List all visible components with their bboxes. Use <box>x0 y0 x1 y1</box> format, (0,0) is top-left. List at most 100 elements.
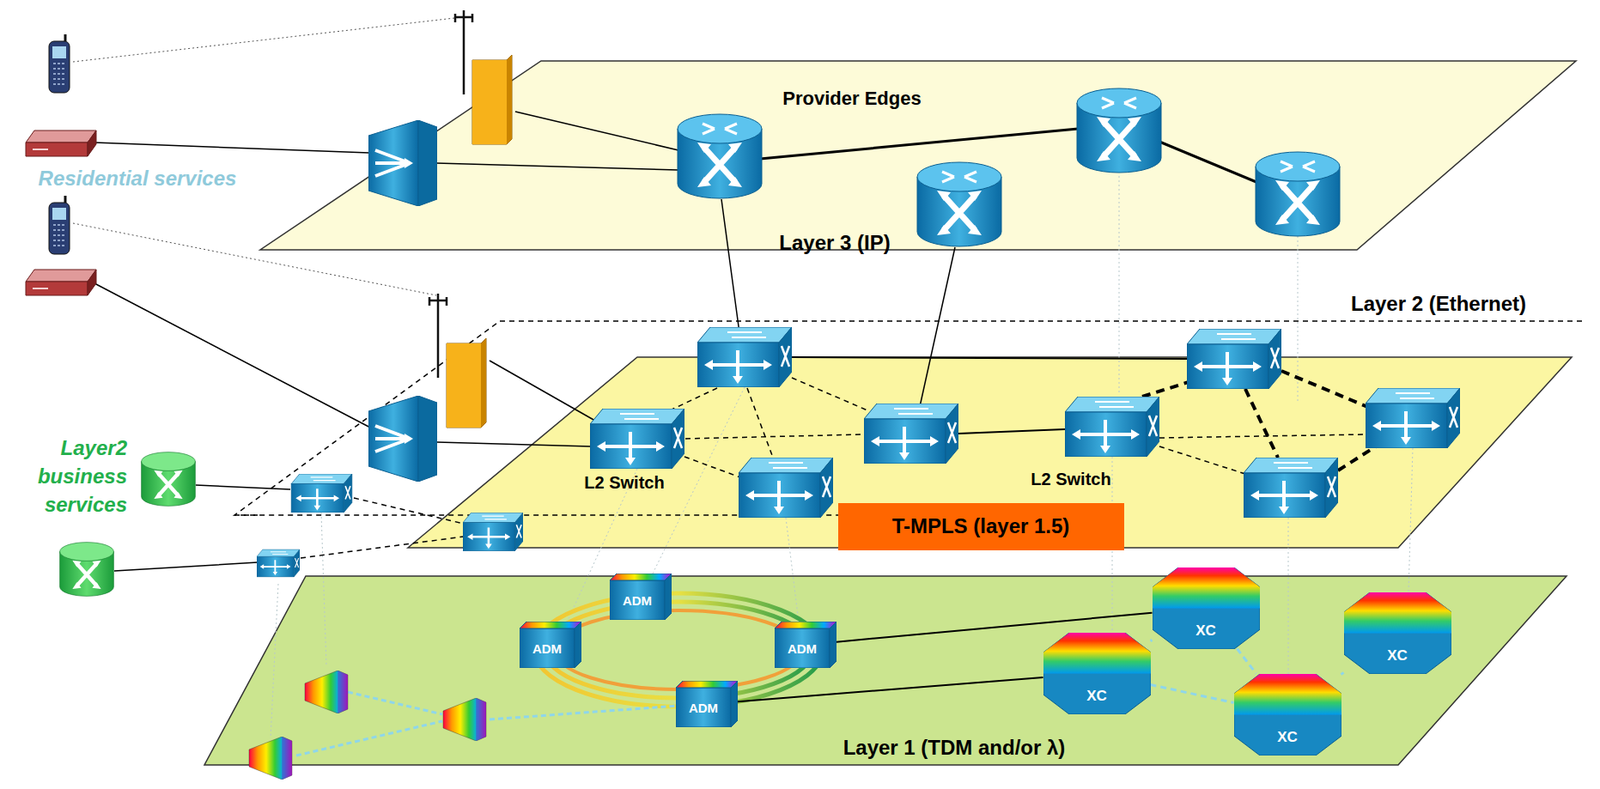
link-line <box>1341 672 1345 675</box>
provider-edge-router <box>917 162 1002 247</box>
adm-front <box>774 628 830 669</box>
link-line <box>737 677 1044 702</box>
vertical-guides <box>270 176 1413 739</box>
text-holder: Layer2 business services <box>18 433 128 519</box>
node-text: XC <box>1277 729 1298 747</box>
link-line <box>1236 649 1256 675</box>
tmpls-fill <box>838 503 1125 551</box>
xc-top <box>1152 567 1260 609</box>
illustration-part <box>270 176 1413 739</box>
mobile-phone-icon <box>48 195 70 255</box>
l2-switch-icon <box>590 408 685 469</box>
illustration-part <box>73 17 463 296</box>
xc-body <box>1152 567 1260 650</box>
xc-body <box>1234 674 1342 756</box>
access-switch-icon <box>291 474 353 513</box>
adm-node: ADM <box>774 621 837 669</box>
adm-node: ADM <box>675 681 738 728</box>
xc-top <box>1344 592 1452 634</box>
text-holder: Provider Edges <box>782 87 921 110</box>
l2-switch-icon <box>697 327 792 388</box>
modem-icon <box>25 130 97 157</box>
region-outline <box>234 321 1582 516</box>
node-text: ADM <box>622 593 652 609</box>
adm-ring <box>554 610 803 690</box>
plane-shape <box>260 60 1576 250</box>
radio-tower-icon <box>455 10 512 145</box>
node-text: XC <box>1387 647 1408 665</box>
adm-node: ADM <box>519 621 582 669</box>
layer-title: Layer 2 (Ethernet) <box>1350 292 1527 317</box>
access-switch-icon <box>462 512 524 552</box>
text-holder: Layer 1 (TDM and/or λ) <box>843 736 1066 761</box>
provider-edge-router <box>1255 152 1340 237</box>
wdm-prism-icon <box>304 670 348 714</box>
adm-top <box>519 621 582 629</box>
annotation-label: Residential services <box>38 166 238 191</box>
annotation-label: Provider Edges <box>782 87 921 110</box>
l2-switch-icon <box>1243 457 1339 518</box>
node-text: ADM <box>787 641 817 657</box>
node-text: XC <box>1086 687 1108 706</box>
link-line <box>1150 685 1235 704</box>
provider-edge-router <box>1076 88 1162 173</box>
access-switch-icon <box>256 549 300 578</box>
node-text: ADM <box>532 641 562 657</box>
adm-node: ADM <box>609 573 672 621</box>
adm-ring <box>534 593 823 707</box>
plane-shape <box>204 576 1567 766</box>
xc-top <box>1234 674 1342 716</box>
annotation-label: Layer2 business services <box>18 433 128 519</box>
wdm-links <box>296 692 679 756</box>
l2-switch-icon <box>1186 328 1282 390</box>
radio-tower-icon <box>429 293 487 428</box>
text-holder: Layer 3 (IP) <box>778 231 890 256</box>
l2-switch-icon <box>863 403 959 464</box>
xc-node: XC <box>1234 674 1342 756</box>
annotation-label: L2 Switch <box>1030 469 1111 490</box>
node-text: T-MPLS (layer 1.5) <box>892 514 1071 539</box>
mobile-phone-icon <box>48 34 70 93</box>
text-holder: Layer 2 (Ethernet) <box>1350 292 1527 317</box>
l2-switch-icon <box>1064 396 1160 457</box>
adm-top <box>675 681 738 688</box>
dslam-icon <box>368 120 438 207</box>
l2-dashed-links <box>234 377 1366 559</box>
adm-top <box>774 621 837 629</box>
link-line <box>836 613 1153 643</box>
xc-node: XC <box>1043 632 1151 715</box>
adm-side <box>829 621 837 669</box>
l2-switch-icon <box>738 457 834 518</box>
access-lines <box>94 111 1263 572</box>
ethernet-plane <box>407 357 1572 548</box>
text-holder: L2 Switch <box>584 473 664 493</box>
modem-icon <box>25 269 97 296</box>
adm-front <box>519 628 575 669</box>
adm-ring <box>544 602 813 699</box>
radio-links <box>73 17 463 296</box>
xc-node: XC <box>1152 567 1260 650</box>
text-holder: L2 Switch <box>1030 469 1111 490</box>
adm-front <box>675 687 731 728</box>
layer-title: Layer 3 (IP) <box>778 231 890 256</box>
wdm-prism-icon <box>443 698 487 742</box>
physical-layer-plane: Layer 1 (TDM and/or λ) ADM ADM ADM ADM XC XC XC… <box>204 576 1567 766</box>
l2-switch-icon <box>1365 388 1461 449</box>
link-line <box>1150 639 1153 641</box>
xc-top <box>1043 632 1151 675</box>
node-text: XC <box>1195 622 1217 640</box>
business-router-icon <box>60 542 115 597</box>
provider-edge-router <box>677 114 762 199</box>
xc-body <box>1043 632 1151 715</box>
illustration-part <box>760 128 1263 185</box>
adm-side <box>730 681 738 728</box>
dslam-icon <box>368 395 438 482</box>
adm-front <box>609 580 665 621</box>
illustration-part <box>296 692 679 756</box>
tmpls-box: T-MPLS (layer 1.5) <box>838 503 1125 551</box>
xc-node: XC <box>1344 592 1452 675</box>
node-text: ADM <box>688 700 718 716</box>
